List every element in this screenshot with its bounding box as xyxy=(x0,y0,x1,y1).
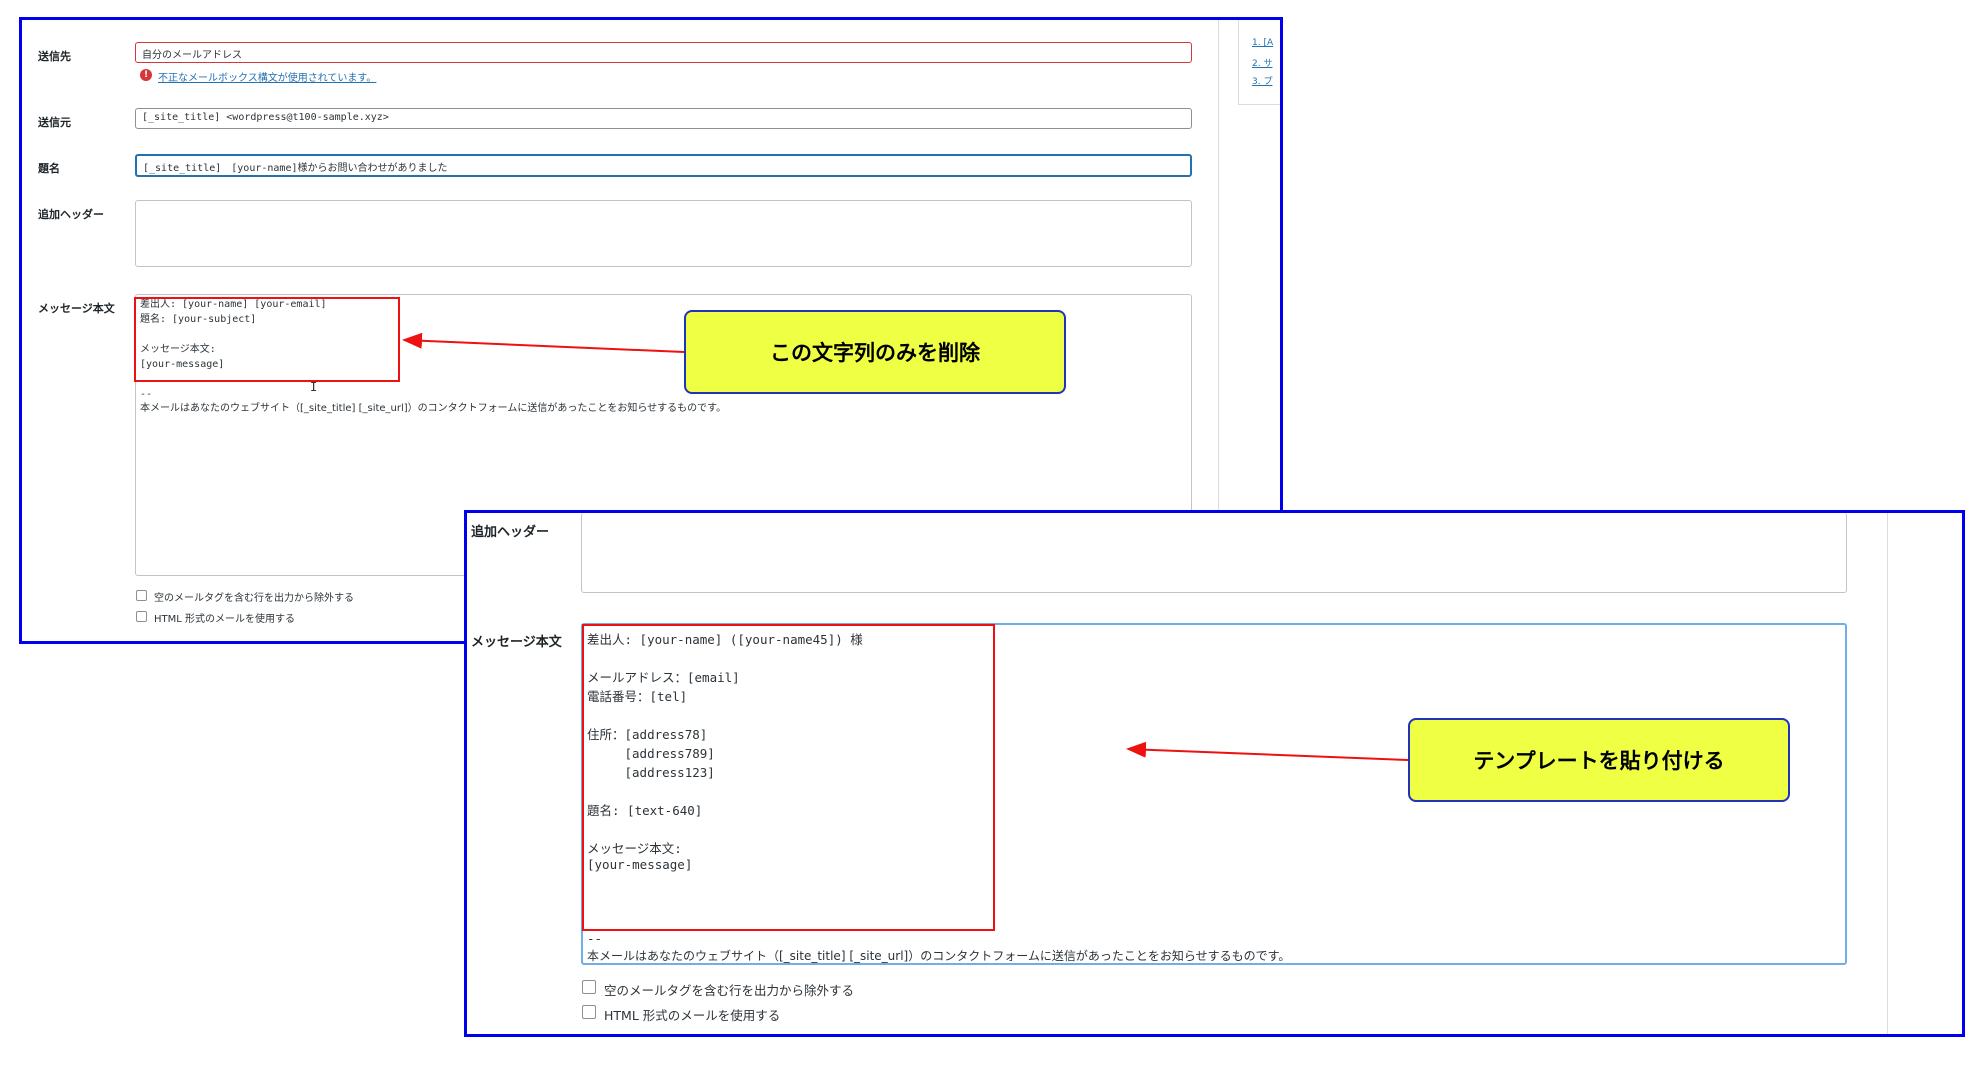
from-input[interactable]: [_site_title] <wordpress@t100-sample.xyz… xyxy=(135,108,1192,129)
template-line: 題名: [text-640] xyxy=(587,803,703,818)
from-label: 送信元 xyxy=(38,116,71,129)
html-mail-checkbox[interactable] xyxy=(136,611,147,622)
template-line: 電話番号：[tel] xyxy=(587,689,688,704)
subject-label: 題名 xyxy=(38,162,60,175)
template-line: 住所：[address78] xyxy=(587,727,708,742)
callout-paste: テンプレートを貼り付ける xyxy=(1408,718,1790,802)
headers-textarea[interactable] xyxy=(135,200,1192,267)
body-line: 本メールはあなたのウェブサイト（[_site_title] [_site_url… xyxy=(140,403,727,414)
side-box xyxy=(1238,20,1280,105)
exclude-empty-label: 空のメールタグを含む行を出力から除外する xyxy=(154,593,354,604)
html-mail-checkbox-2[interactable] xyxy=(582,1005,596,1019)
to-label: 送信先 xyxy=(38,50,71,63)
html-mail-label-2: HTML 形式のメールを使用する xyxy=(604,1008,781,1023)
screenshot-mail-settings-after: 追加ヘッダー メッセージ本文 差出人: [your-name] ([your-n… xyxy=(464,510,1965,1037)
footer-separator: -- xyxy=(587,931,603,946)
template-line: [your-message] xyxy=(587,857,693,872)
exclude-empty-checkbox[interactable] xyxy=(136,590,147,601)
to-input[interactable]: 自分のメールアドレス xyxy=(135,42,1192,63)
side-panel-divider xyxy=(1218,20,1280,641)
paste-highlight-box xyxy=(582,624,995,931)
body-line: 題名: [your-subject] xyxy=(140,314,257,325)
template-line: [address123] xyxy=(587,765,715,780)
body-label-2: メッセージ本文 xyxy=(471,635,562,650)
body-line: [your-message] xyxy=(140,359,225,370)
headers-label-2: 追加ヘッダー xyxy=(471,525,550,540)
side-item[interactable]: 1. [A xyxy=(1252,38,1274,48)
subject-input[interactable]: [_site_title] [your-name]様からお問い合わせがありました xyxy=(135,154,1192,177)
side-item[interactable]: 3. プ xyxy=(1252,77,1273,87)
footer-text: 本メールはあなたのウェブサイト（[_site_title] [_site_url… xyxy=(587,949,1291,963)
template-line: メッセージ本文: xyxy=(587,841,682,856)
body-label: メッセージ本文 xyxy=(38,302,115,315)
template-line: メールアドレス：[email] xyxy=(587,670,740,685)
headers-label: 追加ヘッダー xyxy=(38,208,104,221)
body-line: 差出人: [your-name] [your-email] xyxy=(140,299,327,310)
delete-highlight-box xyxy=(134,297,400,382)
exclude-empty-checkbox-2[interactable] xyxy=(582,980,596,994)
template-line: 差出人: [your-name] ([your-name45]) 様 xyxy=(587,632,863,647)
html-mail-label: HTML 形式のメールを使用する xyxy=(154,614,296,625)
callout-delete: この文字列のみを削除 xyxy=(684,310,1066,394)
side-panel-divider-2 xyxy=(1887,513,1888,1034)
text-cursor-icon: I xyxy=(310,380,318,394)
exclude-empty-label-2: 空のメールタグを含む行を出力から除外する xyxy=(604,983,855,998)
side-item[interactable]: 2. サ xyxy=(1252,59,1273,69)
template-line: [address789] xyxy=(587,746,715,761)
headers-textarea-2[interactable] xyxy=(581,513,1847,593)
body-line: -- xyxy=(140,389,153,400)
body-line: メッセージ本文: xyxy=(140,344,216,355)
error-icon: ! xyxy=(140,69,152,81)
to-error-message[interactable]: 不正なメールボックス構文が使用されています。 xyxy=(158,73,377,84)
